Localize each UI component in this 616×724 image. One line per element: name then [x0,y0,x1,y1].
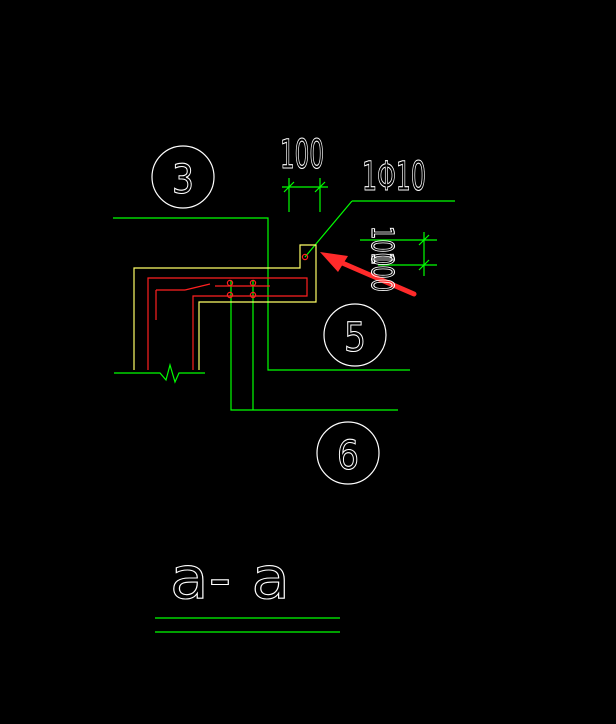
dim-tick-right [314,181,326,193]
break-line [114,362,205,384]
rebar-group [147,253,309,370]
annotation-arrow [320,252,417,297]
rebar-dot-3 [249,279,257,287]
arrow-head [320,252,348,272]
dim-tick-left [283,181,295,193]
detail-circle-6 [316,421,380,485]
rebar-dot-1 [226,279,234,287]
rebar-hook-end [184,283,211,291]
section-title: a- a [170,544,290,612]
green-outline-group [113,178,455,633]
dim-side-tick-1 [418,234,430,246]
dim-side-tick-2 [418,259,430,271]
leader-line [304,200,353,258]
concrete-section-outline [133,244,317,370]
circle-3-label: 3 [172,157,194,203]
upper-slab-outline [113,217,410,371]
dimension-side-label-2: 100 [364,252,399,292]
rebar-note-label: 1Φ10 [362,154,426,200]
circle-6-label: 6 [337,433,359,479]
lower-slab-outline [230,280,398,411]
arrow-shaft [337,259,417,297]
detail-circle-3 [151,145,215,209]
yellow-outline-group [133,244,317,370]
dimension-side-label-1: 100 [364,226,399,266]
rebar-loop [147,277,308,370]
rebar-dot-4 [249,291,257,299]
circle-5-label: 5 [344,315,366,361]
dimension-top-label: 100 [280,132,324,178]
detail-circles [151,145,387,485]
detail-circle-5 [323,303,387,367]
rebar-dot-2 [226,291,234,299]
rebar-dot-corner [301,253,309,261]
